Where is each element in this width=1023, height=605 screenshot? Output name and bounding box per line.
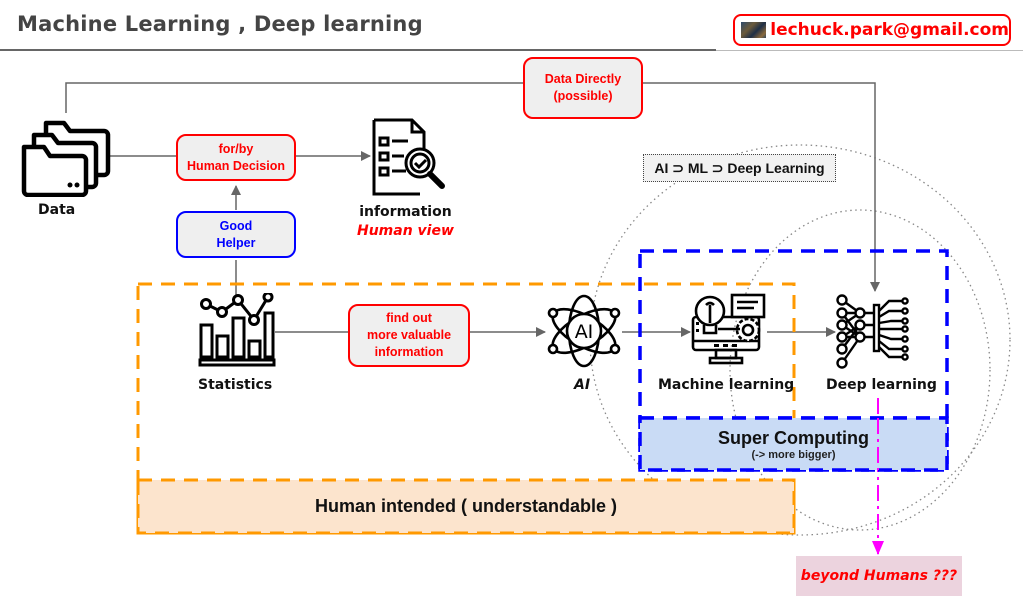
title-divider [0,49,716,51]
find-out-line3: information [374,345,444,359]
human-decision-box: for/by Human Decision [176,134,296,181]
good-helper-box: Good Helper [176,211,296,258]
beyond-humans-box: beyond Humans ??? [796,556,962,596]
subset-label: AI ⊃ ML ⊃ Deep Learning [643,154,836,182]
avatar [741,22,767,38]
good-helper-line1: Good [219,218,253,233]
find-out-line1: find out [386,311,432,325]
ml-set-ellipse [729,209,991,531]
data-label: Data [38,202,76,218]
super-computing-title: Super Computing [718,427,869,448]
data-directly-line2: (possible) [553,89,613,103]
folders-icon [21,120,111,197]
find-out-line2: more valuable [366,328,452,342]
good-helper-line2: Helper [216,235,256,250]
data-directly-line [65,82,880,292]
title-divider-right [716,50,1023,51]
super-computing-box: Super Computing (-> more bigger) [640,418,947,470]
page-title: Machine Learning , Deep learning [17,12,423,36]
machine-learning-icon [691,293,766,365]
data-directly-line1: Data Directly [544,72,622,86]
statistics-chart-icon [198,293,276,367]
data-directly-box: Data Directly (possible) [523,57,643,119]
human-intended-box: Human intended ( understandable ) [138,480,794,533]
machine-learning-label: Machine learning [658,377,795,393]
email-address[interactable]: lechuck.park@gmail.com [770,20,1009,40]
information-label: information Human view [357,203,454,241]
ai-atom-icon: AI [547,294,621,368]
statistics-label: Statistics [198,377,273,393]
information-title: information [359,204,452,220]
neural-network-icon [836,294,909,369]
email-badge[interactable]: lechuck.park@gmail.com [733,14,1011,46]
information-subtitle: Human view [357,223,454,239]
human-decision-line2: Human Decision [187,158,285,173]
super-computing-subtitle: (-> more bigger) [751,448,836,461]
find-out-box: find out more valuable information [348,304,470,367]
deep-learning-label: Deep learning [826,377,937,393]
ai-label: AI [574,377,591,393]
svg-text:AI: AI [575,321,594,343]
document-search-icon [372,118,445,196]
human-decision-line1: for/by [218,141,254,156]
